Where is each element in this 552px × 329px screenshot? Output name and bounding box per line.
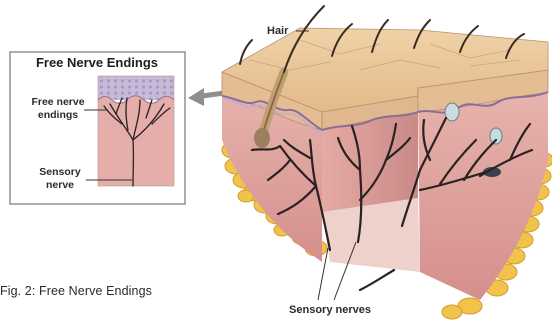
label-sensory-nerves: Sensory nerves <box>289 304 371 316</box>
inset-skin-section <box>98 76 174 186</box>
figure-caption: Fig. 2: Free Nerve Endings <box>0 284 152 298</box>
inset-title: Free Nerve Endings <box>36 55 158 70</box>
inset-label-free-nerve-line1: Free nerve <box>31 96 84 108</box>
inset-label-free-nerve-line2: endings <box>38 109 78 121</box>
inset-label-sensory-line2: nerve <box>46 179 74 191</box>
inset-panel: Free Nerve Endings Free nerve endings Se… <box>10 52 185 204</box>
inset-label-sensory-line1: Sensory <box>39 166 81 178</box>
label-hair: Hair <box>267 25 289 37</box>
